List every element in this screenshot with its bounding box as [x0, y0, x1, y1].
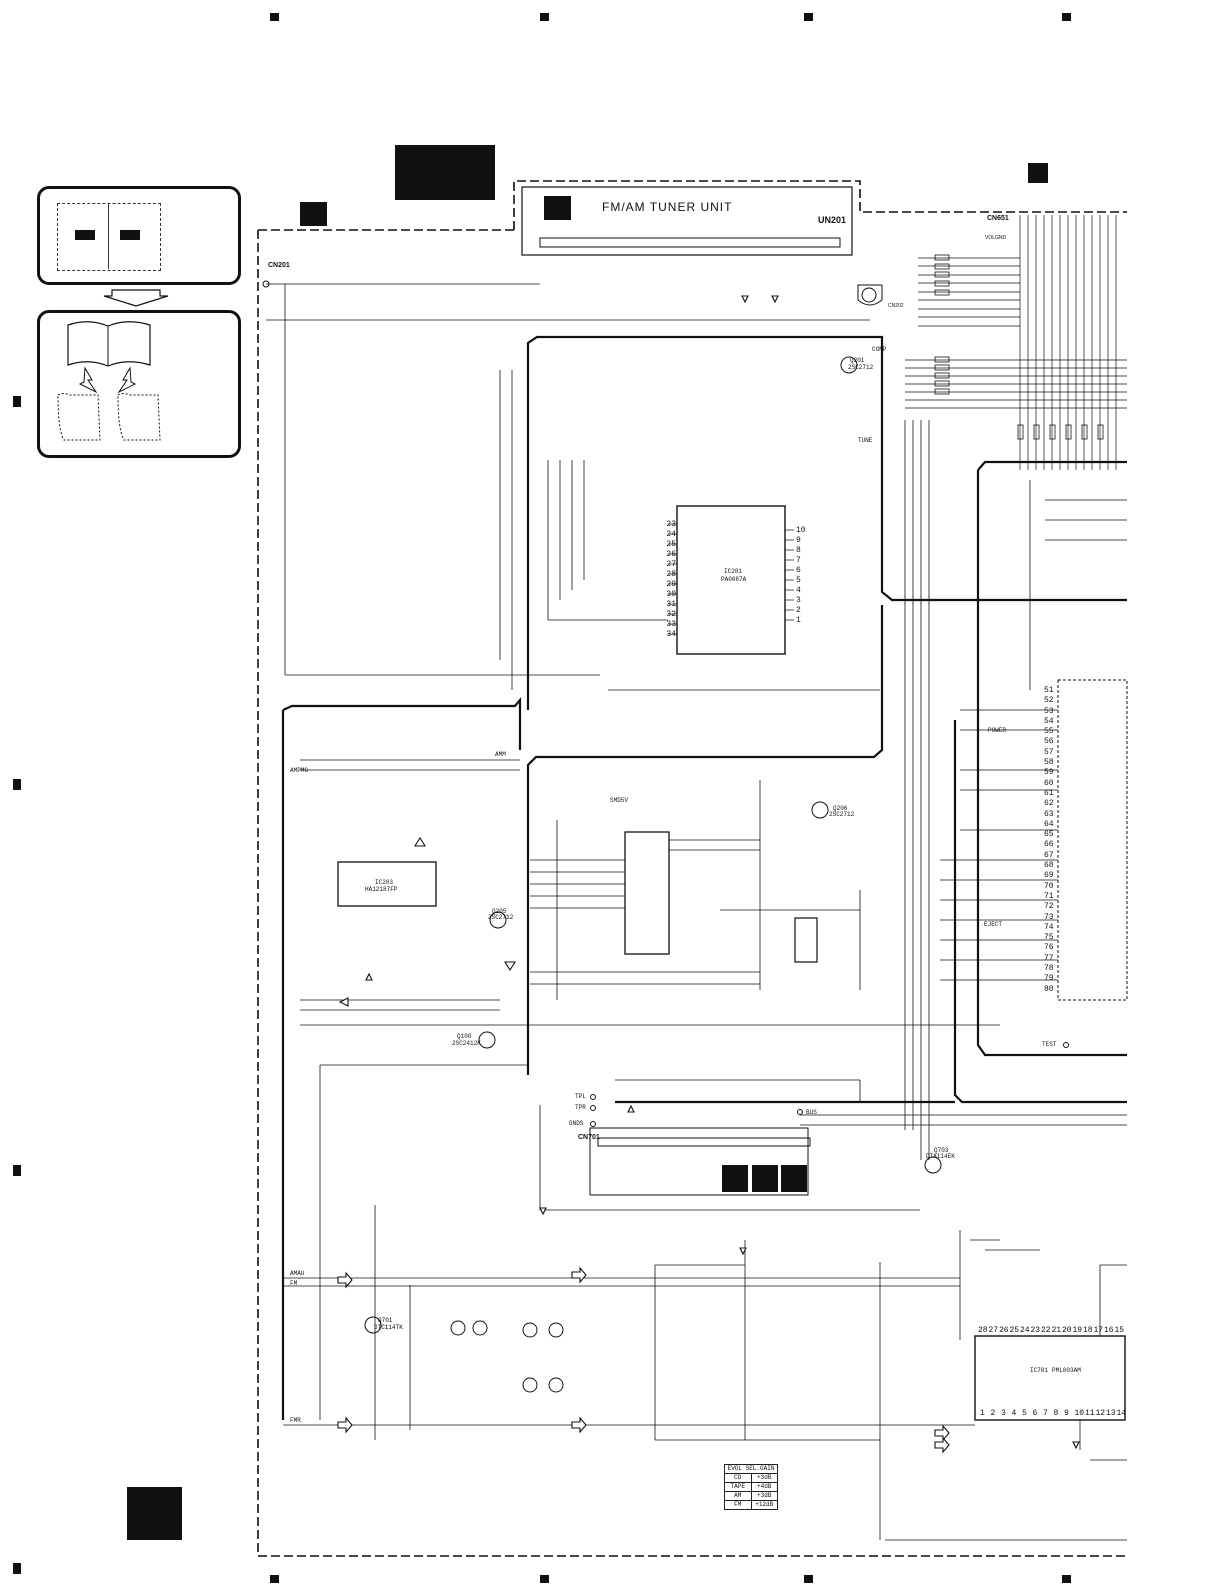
q100-ref: Q100 — [457, 1033, 472, 1040]
cn701-label: CN701 — [578, 1134, 600, 1141]
ic701-part: PML003AM — [1052, 1367, 1081, 1374]
redacted-label — [722, 1165, 748, 1192]
gain-value: +12dB — [755, 1501, 774, 1508]
gain-value: +4dB — [757, 1483, 772, 1490]
signal-fm: FM — [290, 1280, 298, 1287]
redacted-label — [781, 1165, 807, 1192]
signal-ampmg: AMPMG — [290, 767, 309, 774]
q201-part: 2SC2712 — [848, 364, 874, 371]
signal-smd5v: SMD5V — [610, 797, 629, 804]
cn201-label: CN201 — [268, 262, 290, 269]
registration-mark — [13, 396, 21, 407]
gain-row: CD +3dB — [725, 1474, 777, 1483]
redacted-title-block — [395, 145, 495, 200]
cn651-label: CN651 — [987, 215, 1009, 222]
registration-mark — [540, 1575, 549, 1583]
signal-tpl: TPL — [575, 1093, 586, 1100]
evol-gain-table: EVOL SEL.GAIN CD +3dB TAPE +4dB AM +3dB … — [724, 1464, 778, 1510]
layout-legend-box — [37, 186, 241, 285]
gain-row: TAPE +4dB — [725, 1483, 777, 1492]
q205-part: 2SC2712 — [488, 914, 514, 921]
redacted-section-mark — [1028, 163, 1048, 183]
q206-ref: Q206 — [833, 805, 848, 812]
q703-part: DTA114EK — [926, 1153, 955, 1160]
ic701-bottom-pins: 1 2 3 4 5 6 7 8 9 10 11 12 13 14 — [980, 1409, 1127, 1418]
gain-value: +3dB — [757, 1492, 772, 1499]
signal-amm: AMM — [495, 751, 506, 758]
signal-bus: BUS — [806, 1109, 817, 1116]
ic201-part: PA0087A — [721, 576, 747, 583]
registration-mark — [1062, 13, 1071, 21]
cn651-volgnd: VOLGND — [985, 235, 1007, 241]
layout-legend-mark — [75, 230, 95, 240]
registration-mark — [1062, 1575, 1071, 1583]
tuner-unit-title: FM/AM TUNER UNIT — [602, 200, 733, 214]
ic203-ref: IC203 — [375, 879, 394, 886]
signal-eject: EJECT — [984, 921, 1003, 928]
q701-ref: Q701 — [378, 1317, 393, 1324]
signal-gnds: GNDS — [569, 1120, 584, 1127]
q100-part: 2SC2412K — [452, 1040, 481, 1047]
ic701-ref: IC701 — [1030, 1367, 1049, 1374]
gain-source: FM — [725, 1501, 752, 1509]
signal-power: POWER — [988, 727, 1007, 734]
gain-source: CD — [725, 1474, 752, 1482]
cn202-label: CN202 — [888, 303, 904, 309]
q703-ref: Q703 — [934, 1147, 949, 1154]
registration-mark — [270, 13, 279, 21]
redacted-section-mark — [127, 1487, 182, 1540]
signal-tpr: TPR — [575, 1104, 586, 1111]
redacted-section-mark — [544, 196, 571, 220]
signal-test: TEST — [1042, 1041, 1057, 1048]
q201-ref: Q201 — [850, 357, 865, 364]
signal-tune: TUNE — [858, 437, 873, 444]
gain-source: AM — [725, 1492, 752, 1500]
signal-comp: COMP — [872, 346, 887, 353]
q205-ref: Q205 — [492, 908, 507, 915]
registration-mark — [13, 1165, 21, 1176]
registration-mark — [13, 1563, 21, 1574]
gain-row: AM +3dB — [725, 1492, 777, 1501]
layout-legend-mark — [120, 230, 140, 240]
gain-value: +3dB — [757, 1474, 772, 1481]
layout-legend-box — [37, 310, 241, 458]
registration-mark — [804, 1575, 813, 1583]
q206-part: 2SC2712 — [829, 811, 855, 818]
signal-amau: AMAU — [290, 1270, 305, 1277]
gain-table-header: EVOL SEL.GAIN — [725, 1465, 777, 1474]
layout-legend-divider — [108, 203, 109, 269]
signal-fmr: FMR — [290, 1417, 301, 1424]
gain-row: FM +12dB — [725, 1501, 777, 1509]
redacted-section-mark — [300, 202, 327, 226]
redacted-label — [752, 1165, 778, 1192]
ic201-ref: IC201 — [724, 568, 743, 575]
registration-mark — [13, 779, 21, 790]
registration-mark — [540, 13, 549, 21]
layout-legend-page — [57, 203, 161, 271]
registration-mark — [804, 13, 813, 21]
ic203-part: HA12187FP — [365, 886, 398, 893]
ic701-top-pins: 28 27 26 25 24 23 22 21 20 19 18 17 16 1… — [978, 1326, 1125, 1335]
tuner-unit-ref: UN201 — [818, 215, 847, 225]
q701-part: DTC114TK — [374, 1324, 403, 1331]
registration-mark — [270, 1575, 279, 1583]
gain-source: TAPE — [725, 1483, 752, 1491]
